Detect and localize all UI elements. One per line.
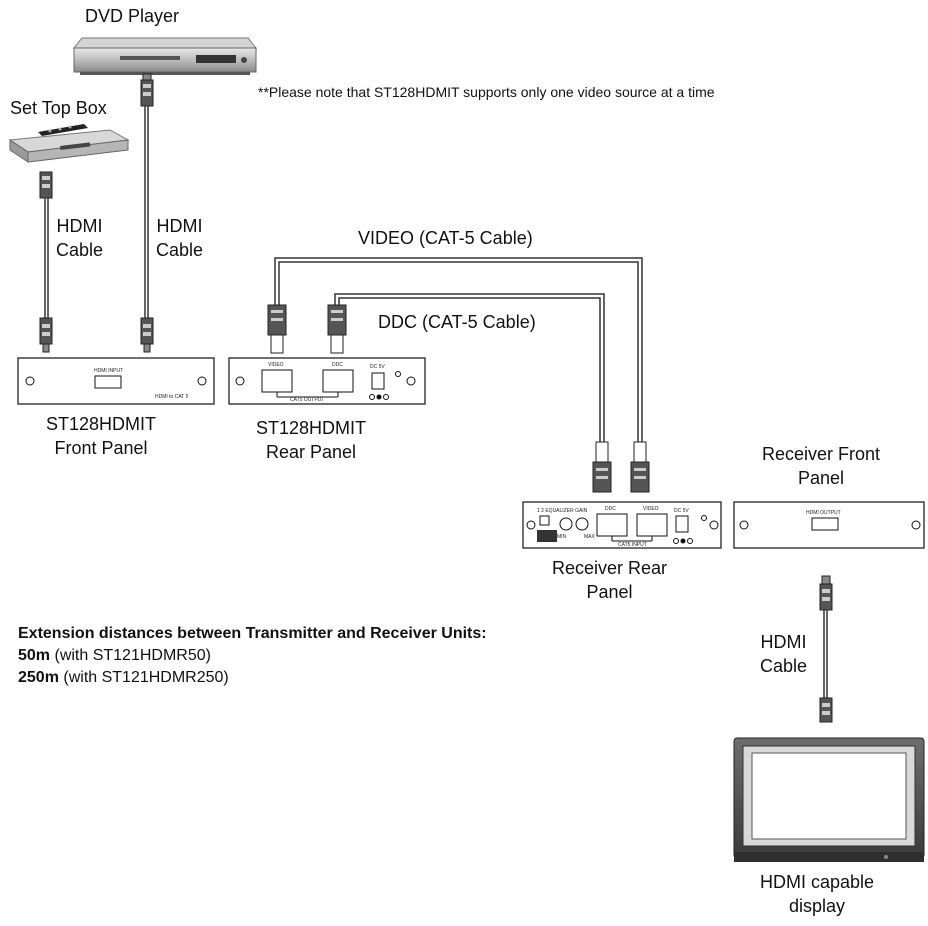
tx-rear-line1: ST128HDMIT bbox=[256, 418, 367, 438]
hdmi-cable-right-line2: Cable bbox=[156, 240, 204, 260]
hdmi-cable-bottom bbox=[819, 575, 833, 723]
extension-distance: 50m bbox=[18, 647, 51, 664]
video-cable-label: VIDEO (CAT-5 Cable) bbox=[358, 228, 533, 248]
tx-video-connector bbox=[267, 304, 287, 354]
tx-rear-panel: VIDEO DDC DC 5V CAT5 OUTPUT bbox=[228, 357, 426, 405]
set-top-box-icon bbox=[8, 124, 130, 163]
hdmi-cable-right-line1: HDMI bbox=[156, 216, 203, 236]
tx-front-panel: HDMI INPUT HDMI to CAT 5 bbox=[17, 357, 215, 405]
display-label: HDMI capable display bbox=[760, 870, 874, 918]
tx-ddc-connector bbox=[327, 304, 347, 354]
tx-front-line2: Front Panel bbox=[54, 438, 148, 458]
tx-rear-label: ST128HDMIT Rear Panel bbox=[256, 416, 366, 464]
tx-rear-dc-text: DC 5V bbox=[370, 364, 385, 370]
hdmi-cable-right-label: HDMI Cable bbox=[156, 214, 203, 262]
hdmi-cable-left-label: HDMI Cable bbox=[56, 214, 103, 262]
rx-rear-video-text: VIDEO bbox=[643, 506, 659, 512]
hdmi-cable-bottom-label: HDMI Cable bbox=[760, 630, 807, 678]
extension-heading: Extension distances between Transmitter … bbox=[18, 625, 487, 642]
extension-row: 50m (with ST121HDMR50) bbox=[18, 645, 487, 667]
display-line2: display bbox=[789, 896, 846, 916]
rx-rear-label: Receiver Rear Panel bbox=[552, 556, 667, 604]
rx-rear-line1: Receiver Rear bbox=[552, 558, 668, 578]
tx-front-line1: ST128HDMIT bbox=[46, 414, 157, 434]
tx-front-label: ST128HDMIT Front Panel bbox=[46, 412, 156, 460]
rx-rear-max-text: MAX bbox=[584, 534, 596, 540]
rx-front-line1: Receiver Front bbox=[762, 444, 881, 464]
display-line1: HDMI capable bbox=[760, 872, 875, 892]
dvd-player-icon bbox=[72, 37, 258, 75]
video-cat5-cable bbox=[274, 257, 643, 448]
ddc-cat5-cable bbox=[334, 293, 605, 448]
hdmi-cable-left bbox=[39, 171, 53, 353]
tx-rear-ddc-text: DDC bbox=[332, 362, 343, 368]
tx-rear-video-text: VIDEO bbox=[268, 362, 284, 368]
rx-rear-dc-text: DC 5V bbox=[674, 508, 689, 514]
display-icon bbox=[733, 737, 925, 862]
rx-front-output-text: HDMI OUTPUT bbox=[806, 510, 841, 516]
rx-front-panel: HDMI OUTPUT bbox=[733, 501, 925, 549]
tx-rear-output-text: CAT5 OUTPUT bbox=[290, 397, 324, 403]
tx-front-input-text: HDMI INPUT bbox=[94, 368, 123, 374]
rx-video-connector bbox=[630, 441, 650, 493]
rx-rear-ddc-text: DDC bbox=[605, 506, 616, 512]
extension-model: (with ST121HDMR250) bbox=[63, 669, 229, 686]
rx-front-line2: Panel bbox=[798, 468, 845, 488]
hdmi-cable-left-line2: Cable bbox=[56, 240, 104, 260]
hdmi-cable-left-line1: HDMI bbox=[56, 216, 103, 236]
tx-rear-line2: Rear Panel bbox=[265, 442, 357, 462]
dvd-player-label: DVD Player bbox=[85, 6, 180, 26]
ddc-cable-label: DDC (CAT-5 Cable) bbox=[378, 312, 536, 332]
rx-front-label: Receiver Front Panel bbox=[762, 442, 880, 490]
rx-rear-min-text: MIN bbox=[557, 534, 567, 540]
extension-model: (with ST121HDMR50) bbox=[54, 647, 211, 664]
hdmi-cable-bottom-line2: Cable bbox=[760, 656, 808, 676]
rx-ddc-connector bbox=[592, 441, 612, 493]
rx-rear-line2: Panel bbox=[586, 582, 633, 602]
rx-rear-input-text: CAT5 INPUT bbox=[618, 542, 647, 548]
extension-row: 250m (with ST121HDMR250) bbox=[18, 667, 487, 689]
source-note: **Please note that ST128HDMIT supports o… bbox=[258, 84, 715, 100]
hdmi-cable-bottom-line1: HDMI bbox=[760, 632, 807, 652]
rx-rear-panel: 1 2 EQUALIZER GAIN MIN MAX DDC VIDEO DC … bbox=[522, 501, 722, 549]
extension-distance: 250m bbox=[18, 669, 59, 686]
rx-rear-eq-text: 1 2 EQUALIZER GAIN bbox=[537, 508, 588, 514]
hdmi-cable-right bbox=[140, 73, 154, 353]
set-top-box-label: Set Top Box bbox=[10, 98, 107, 118]
tx-front-brand-text: HDMI to CAT 5 bbox=[155, 394, 189, 400]
extension-distances: Extension distances between Transmitter … bbox=[18, 623, 487, 689]
